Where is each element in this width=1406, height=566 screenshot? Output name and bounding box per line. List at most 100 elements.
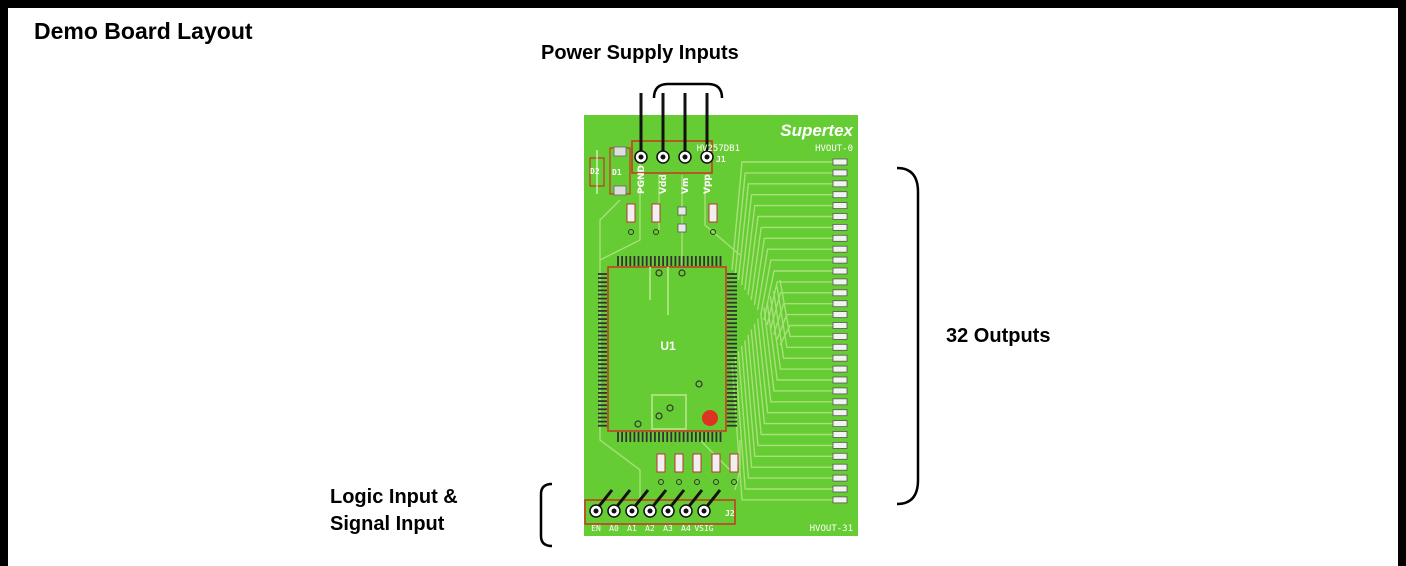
passive-via bbox=[676, 479, 682, 485]
diode-d2-label: D2 bbox=[590, 167, 600, 176]
output-pad bbox=[832, 158, 848, 166]
output-pad bbox=[832, 387, 848, 395]
logic-pin-hole bbox=[683, 508, 689, 514]
output-pad bbox=[832, 463, 848, 471]
signal-input-line: Signal Input bbox=[330, 513, 445, 535]
logic-pin-label: A3 bbox=[663, 524, 673, 533]
output-first-label: HVOUT-0 bbox=[815, 144, 853, 154]
output-trace bbox=[760, 259, 833, 316]
u1-inner-trace bbox=[651, 394, 687, 430]
output-pad bbox=[832, 452, 848, 460]
passive-via bbox=[653, 229, 659, 235]
output-pad bbox=[832, 365, 848, 373]
passive-part bbox=[674, 453, 684, 473]
output-trace bbox=[766, 301, 833, 381]
output-pad bbox=[832, 354, 848, 362]
output-pad bbox=[832, 256, 848, 264]
via bbox=[678, 269, 686, 277]
outputs-label: 32 Outputs bbox=[946, 325, 1051, 347]
output-trace bbox=[772, 290, 833, 359]
j1-label: J1 bbox=[716, 155, 726, 164]
diode-d1-pad-top bbox=[613, 146, 627, 157]
output-trace bbox=[744, 204, 833, 291]
power-pin-label: Vdd bbox=[659, 174, 669, 194]
output-trace bbox=[731, 161, 833, 271]
logic-pin-label: VSIG bbox=[694, 524, 713, 533]
output-trace bbox=[747, 334, 833, 447]
output-trace bbox=[731, 362, 833, 501]
passive-part bbox=[711, 453, 721, 473]
power-pins bbox=[634, 93, 714, 164]
output-pad bbox=[832, 376, 848, 384]
output-pad bbox=[832, 409, 848, 417]
output-pad bbox=[832, 474, 848, 482]
power-bracket bbox=[652, 82, 724, 99]
diagram-title: Demo Board Layout bbox=[34, 18, 253, 44]
output-pad bbox=[832, 343, 848, 351]
u1-label: U1 bbox=[660, 339, 676, 353]
board-model: HV257DB1 bbox=[697, 144, 740, 154]
logic-bracket bbox=[539, 482, 553, 548]
u1-pin1-marker bbox=[702, 410, 718, 426]
power-pin-hole bbox=[660, 154, 666, 160]
output-trace bbox=[750, 226, 833, 301]
logic-pin-hole bbox=[611, 508, 617, 514]
output-trace bbox=[756, 318, 833, 414]
via bbox=[695, 380, 703, 388]
output-trace bbox=[769, 296, 833, 370]
output-pad bbox=[832, 485, 848, 493]
logic-pin-label: A0 bbox=[609, 524, 619, 533]
output-trace bbox=[747, 215, 833, 296]
via bbox=[666, 404, 674, 412]
passive-via bbox=[694, 479, 700, 485]
via bbox=[655, 269, 663, 277]
output-pad bbox=[832, 398, 848, 406]
output-pad bbox=[832, 202, 848, 210]
logic-pin-label: A2 bbox=[645, 524, 655, 533]
power-pin-hole bbox=[704, 154, 710, 160]
logic-pin-hole bbox=[701, 508, 707, 514]
output-pad bbox=[832, 267, 848, 275]
power-pin-label: Vpp bbox=[703, 174, 713, 194]
output-trace bbox=[740, 193, 833, 286]
passive-via bbox=[713, 479, 719, 485]
output-trace bbox=[734, 172, 833, 276]
power-supply-inputs-label: Power Supply Inputs bbox=[541, 42, 739, 64]
output-pad bbox=[832, 245, 848, 253]
pad-square bbox=[677, 206, 687, 216]
output-pad bbox=[832, 289, 848, 297]
output-pad bbox=[832, 169, 848, 177]
passive-part bbox=[626, 203, 636, 223]
pad-square bbox=[677, 223, 687, 233]
power-pin-label: Vm bbox=[681, 178, 691, 194]
logic-pin-hole bbox=[629, 508, 635, 514]
output-trace bbox=[779, 279, 833, 338]
output-pad bbox=[832, 234, 848, 242]
logic-pins bbox=[589, 489, 722, 518]
j2-label: J2 bbox=[725, 509, 735, 518]
passive-via bbox=[710, 229, 716, 235]
output-trace bbox=[750, 329, 833, 436]
u1-leads bbox=[598, 256, 737, 442]
output-trace bbox=[737, 183, 833, 281]
passive-via bbox=[731, 479, 737, 485]
j2-outline bbox=[584, 499, 736, 525]
output-pad bbox=[832, 180, 848, 188]
via bbox=[634, 420, 642, 428]
output-trace bbox=[737, 351, 833, 479]
brand-logo: Supertex bbox=[780, 121, 854, 140]
logic-pin-hole bbox=[593, 508, 599, 514]
passive-part bbox=[656, 453, 666, 473]
output-pad bbox=[832, 322, 848, 329]
output-pad bbox=[832, 300, 848, 308]
diode-d1-label: D1 bbox=[612, 168, 622, 177]
passive-via bbox=[628, 229, 634, 235]
output-trace bbox=[756, 248, 833, 311]
output-trace bbox=[734, 356, 833, 490]
power-pin-hole bbox=[682, 154, 688, 160]
output-pad bbox=[832, 278, 848, 286]
output-pad bbox=[832, 223, 848, 231]
